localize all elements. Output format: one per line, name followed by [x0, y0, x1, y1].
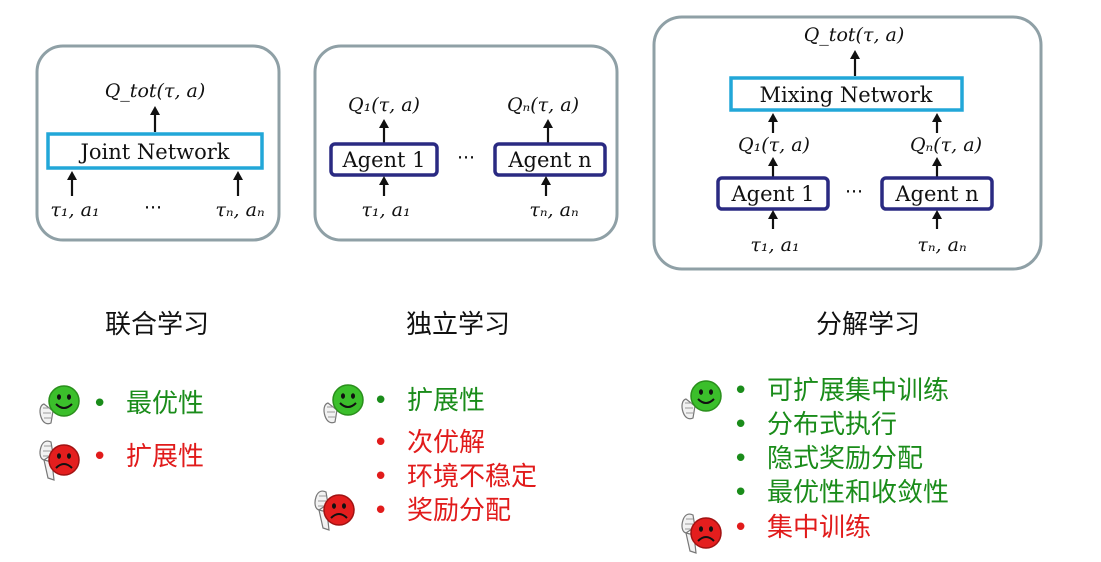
list-item: • 分布式执行	[733, 408, 949, 442]
factorized-input-1-arrowhead	[768, 210, 778, 219]
factorized-input-1-label: τ₁, a₁	[750, 234, 799, 256]
independent-agent-n-label: Agent n	[507, 148, 591, 172]
bullet: •	[373, 428, 389, 458]
list-item: • 奖励分配	[373, 494, 537, 528]
independent-input-1-label: τ₁, a₁	[361, 199, 410, 221]
mixing-network-box	[729, 76, 964, 112]
factorized-agent-n-box	[880, 176, 994, 211]
thumbs-down-frowny-icon	[314, 490, 355, 531]
factorized-output-arrowhead	[850, 50, 860, 59]
heading-independent-learning: 独立学习	[406, 310, 511, 340]
panel-joint: Q_tot(τ, a) Joint Network τ₁, a₁ ··· τₙ,…	[35, 44, 281, 242]
thumbs-up-smiley-icon	[323, 384, 364, 424]
bullet: •	[373, 496, 389, 526]
list-item: • 环境不稳定	[373, 460, 537, 494]
list-item: • 扩展性	[92, 440, 204, 474]
heading-factorized-learning: 分解学习	[816, 310, 921, 340]
bullet: •	[733, 376, 749, 406]
heading-joint-learning: 联合学习	[105, 310, 210, 340]
list-item: • 扩展性	[373, 384, 485, 418]
list-item: • 可扩展集中训练	[733, 374, 949, 408]
independent-q-n-label: Qₙ(τ, a)	[507, 94, 579, 116]
independent-agent-1-output-arrowhead	[379, 119, 389, 128]
joint-input-1-arrowhead	[67, 171, 77, 180]
bullet: •	[92, 442, 108, 472]
con-text: 奖励分配	[407, 496, 512, 526]
bullet: •	[373, 462, 389, 492]
joint-q-tot-label: Q_tot(τ, a)	[105, 80, 206, 102]
bullet: •	[733, 444, 749, 474]
list-item: • 最优性和收敛性	[733, 476, 949, 510]
thumbs-up-smiley-icon	[39, 385, 80, 425]
thumbs-down-frowny-icon	[681, 513, 722, 554]
factorized-ellipsis: ···	[845, 181, 863, 203]
con-text: 次优解	[407, 428, 486, 458]
joint-input-1-label: τ₁, a₁	[50, 199, 99, 221]
independent-input-1-arrowhead	[379, 176, 389, 185]
factorized-cons-list: • 集中训练	[733, 511, 871, 545]
joint-input-n-arrowhead	[233, 171, 243, 180]
independent-agent-1-box	[329, 142, 439, 177]
pro-text: 分布式执行	[767, 410, 898, 440]
con-text: 集中训练	[767, 513, 872, 543]
independent-q-1-label: Q₁(τ, a)	[348, 94, 420, 116]
factorized-agent-n-label: Agent n	[894, 182, 978, 206]
panel-independent-frame	[313, 44, 619, 242]
independent-pros-list: • 扩展性	[373, 384, 485, 418]
independent-agent-n-output-arrowhead	[543, 119, 553, 128]
independent-input-n-arrowhead	[541, 176, 551, 185]
joint-cons-list: • 扩展性	[92, 440, 204, 474]
factorized-input-n-label: τₙ, aₙ	[917, 234, 966, 256]
bullet: •	[733, 478, 749, 508]
joint-network-label: Joint Network	[78, 140, 229, 164]
joint-pros-list: • 最优性	[92, 387, 204, 421]
list-item: • 隐式奖励分配	[733, 442, 949, 476]
factorized-q-1-label: Q₁(τ, a)	[738, 134, 810, 156]
joint-input-n-label: τₙ, aₙ	[215, 199, 264, 221]
list-item: • 最优性	[92, 387, 204, 421]
con-text: 环境不稳定	[407, 462, 538, 492]
independent-input-n-label: τₙ, aₙ	[529, 199, 578, 221]
factorized-agent-1-box	[716, 176, 830, 211]
pro-text: 扩展性	[407, 386, 486, 416]
list-item: • 集中训练	[733, 511, 871, 545]
factorized-q-n-arrowhead	[932, 113, 942, 122]
pro-text: 可扩展集中训练	[767, 376, 950, 406]
factorized-q-1-arrowhead	[768, 113, 778, 122]
independent-agent-1-label: Agent 1	[341, 148, 425, 172]
bullet: •	[373, 386, 389, 416]
joint-network-box	[46, 132, 264, 170]
bullet: •	[92, 389, 108, 419]
factorized-pros-list: • 可扩展集中训练 • 分布式执行 • 隐式奖励分配 • 最优性和收敛性	[733, 374, 949, 510]
factorized-agent-n-output-arrowhead	[932, 157, 942, 166]
joint-output-arrowhead	[150, 106, 160, 115]
independent-ellipsis: ···	[457, 147, 475, 169]
bullet: •	[733, 410, 749, 440]
factorized-input-n-arrowhead	[932, 210, 942, 219]
pro-text: 最优性和收敛性	[767, 478, 950, 508]
list-item: • 次优解	[373, 426, 537, 460]
factorized-agent-1-label: Agent 1	[730, 182, 814, 206]
bullet: •	[733, 513, 749, 543]
factorized-q-tot-label: Q_tot(τ, a)	[804, 24, 905, 46]
factorized-agent-1-output-arrowhead	[768, 157, 778, 166]
pro-text: 最优性	[126, 389, 205, 419]
independent-cons-list: • 次优解 • 环境不稳定 • 奖励分配	[373, 426, 537, 528]
thumbs-down-frowny-icon	[39, 440, 80, 481]
joint-ellipsis: ···	[144, 197, 162, 219]
factorized-q-n-label: Qₙ(τ, a)	[910, 134, 982, 156]
mixing-network-label: Mixing Network	[759, 83, 932, 107]
pro-text: 隐式奖励分配	[767, 444, 924, 474]
thumbs-up-smiley-icon	[681, 380, 722, 420]
panel-independent: Q₁(τ, a) Qₙ(τ, a) Agent 1 ··· Agent n τ₁…	[313, 44, 619, 242]
independent-agent-n-box	[493, 142, 607, 177]
panel-factorized-frame	[652, 15, 1043, 271]
panel-factorized: Q_tot(τ, a) Mixing Network Q₁(τ, a) Qₙ(τ…	[652, 15, 1043, 271]
con-text: 扩展性	[126, 442, 205, 472]
